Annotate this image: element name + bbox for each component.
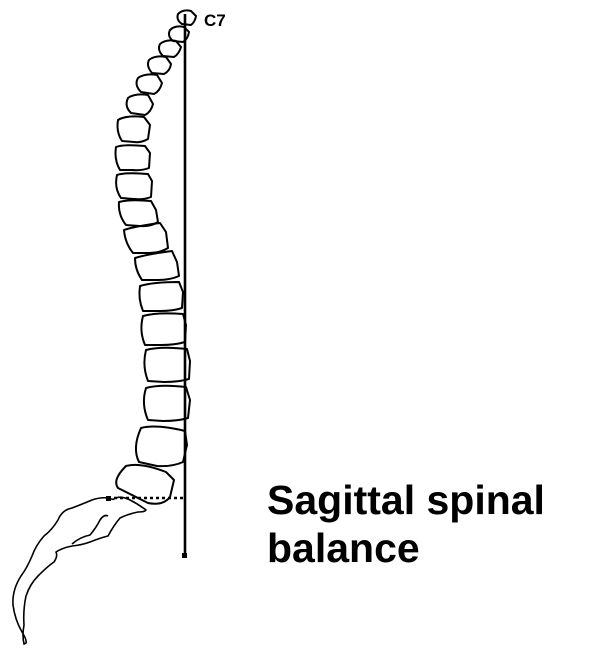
c7-label: C7 <box>204 11 226 30</box>
vertebra-t2 <box>158 39 182 58</box>
title-line-1: Sagittal spinal <box>267 477 545 523</box>
vertebra-t8 <box>115 172 153 201</box>
vertebra-t7 <box>114 144 151 172</box>
vertebra-t9 <box>117 199 159 228</box>
vertebra-l2 <box>143 346 191 383</box>
sacrum <box>12 496 147 645</box>
diagram-title: Sagittal spinal balance <box>267 476 545 572</box>
title-line-2: balance <box>267 525 420 571</box>
vertebra-l4 <box>135 425 188 468</box>
vertebral-column <box>114 9 197 505</box>
plumb-line-end-marker <box>182 553 187 558</box>
vertebra-t1 <box>168 25 190 43</box>
vertebra-t12 <box>138 281 184 312</box>
vertebra-t11 <box>134 250 180 281</box>
vertebra-t6 <box>116 115 151 144</box>
vertebra-t4 <box>135 73 163 95</box>
sacrum-line <box>71 514 109 545</box>
vertebra-l3 <box>142 384 191 422</box>
vertebra-c7 <box>176 9 197 26</box>
vertebra-l1 <box>140 312 187 346</box>
vertebra-t10 <box>123 222 169 254</box>
vertebra-t3 <box>147 55 172 75</box>
vertebra-t5 <box>125 93 154 116</box>
vertebra-l5 <box>115 463 175 505</box>
sacral-point-marker <box>106 496 111 501</box>
